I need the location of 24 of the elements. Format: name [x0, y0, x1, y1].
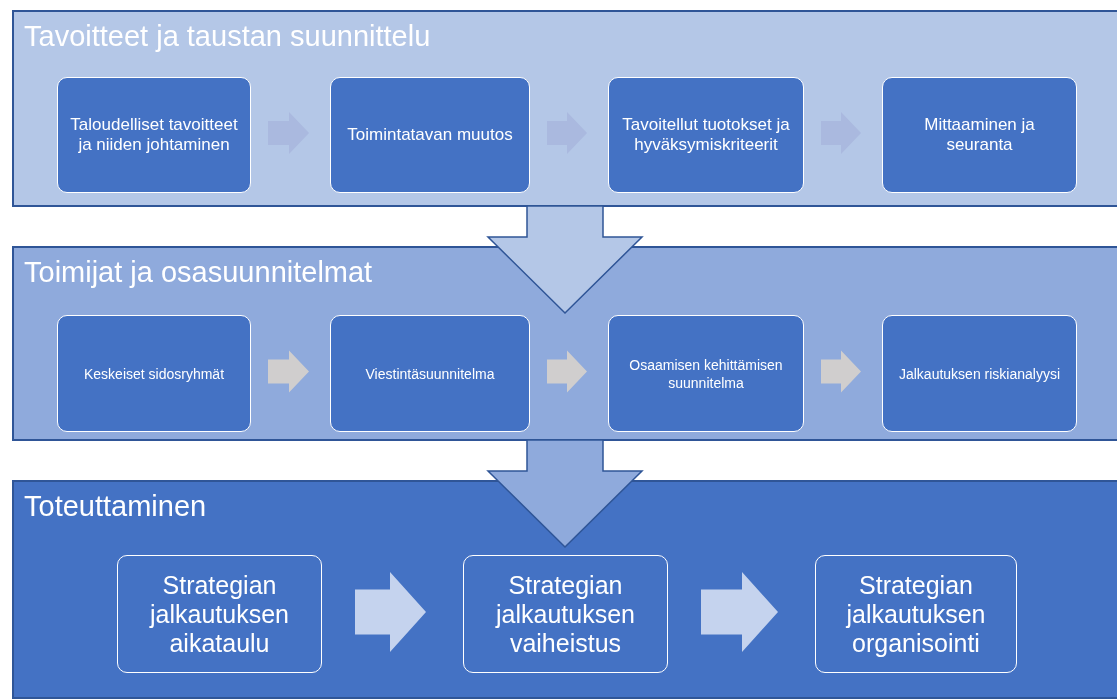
down-block-arrow	[486, 205, 644, 315]
down-block-arrow	[486, 439, 644, 549]
step-box: Toimintatavan muutos	[330, 77, 530, 193]
stage-band	[12, 246, 1117, 441]
block-arrow	[821, 350, 861, 393]
block-arrow	[268, 350, 309, 393]
stage-title: Toimijat ja osasuunnitelmat	[24, 255, 373, 290]
step-box: Strategian jalkautuksen organisointi	[815, 555, 1017, 673]
stage-title: Toteuttaminen	[24, 489, 207, 524]
step-box: Tavoitellut tuotokset ja hyväksymiskriteerit	[608, 77, 804, 193]
step-box: Strategian jalkautuksen aikataulu	[117, 555, 322, 673]
step-box: Jalkautuksen riskianalyysi	[882, 315, 1077, 432]
stage-band	[12, 10, 1117, 207]
stage-title: Tavoitteet ja taustan suunnittelu	[24, 19, 431, 54]
step-box: Taloudelliset tavoitteet ja niiden johtaminen	[57, 77, 251, 193]
step-box: Keskeiset sidosryhmät	[57, 315, 251, 432]
step-box: Strategian jalkautuksen vaiheistus	[463, 555, 668, 673]
step-box: Viestintäsuunnitelma	[330, 315, 530, 432]
step-box: Mittaaminen ja seuranta	[882, 77, 1077, 193]
step-box: Osaamisen kehittämisen suunnitelma	[608, 315, 804, 432]
block-arrow	[355, 572, 426, 652]
block-arrow	[547, 350, 587, 393]
stage-band	[12, 480, 1117, 699]
block-arrow	[701, 572, 778, 652]
